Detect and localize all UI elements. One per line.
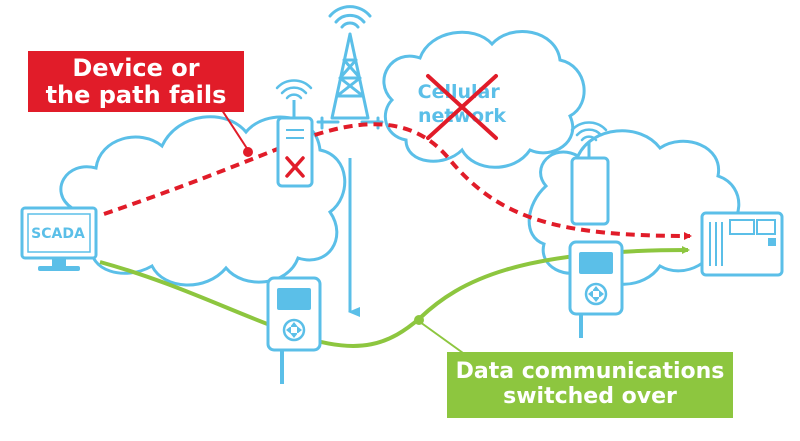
switch-point (414, 315, 424, 325)
radio-tower-icon (316, 5, 384, 130)
handheld-modem-icon (568, 240, 624, 338)
switchover-callout: Data communications switched over (447, 352, 733, 418)
wireless-router-icon (275, 79, 314, 188)
monitor-icon (20, 206, 98, 271)
failover-path (99, 246, 690, 348)
cellular-label: Cellular network (418, 81, 507, 127)
failed-path (103, 122, 692, 240)
cellular-label-line2: network (418, 105, 506, 127)
server-rack-icon (700, 211, 784, 277)
handheld-modem-icon (266, 276, 322, 384)
wireless-router-icon (570, 121, 610, 226)
cross-mark-icon (426, 74, 498, 140)
fail-point (243, 147, 253, 157)
failure-callout: Device or the path fails (28, 51, 244, 112)
cross-mark-icon (285, 156, 305, 178)
scada-label: SCADA (31, 226, 85, 242)
cellular-cloud (382, 30, 586, 169)
left-cloud (59, 115, 347, 287)
